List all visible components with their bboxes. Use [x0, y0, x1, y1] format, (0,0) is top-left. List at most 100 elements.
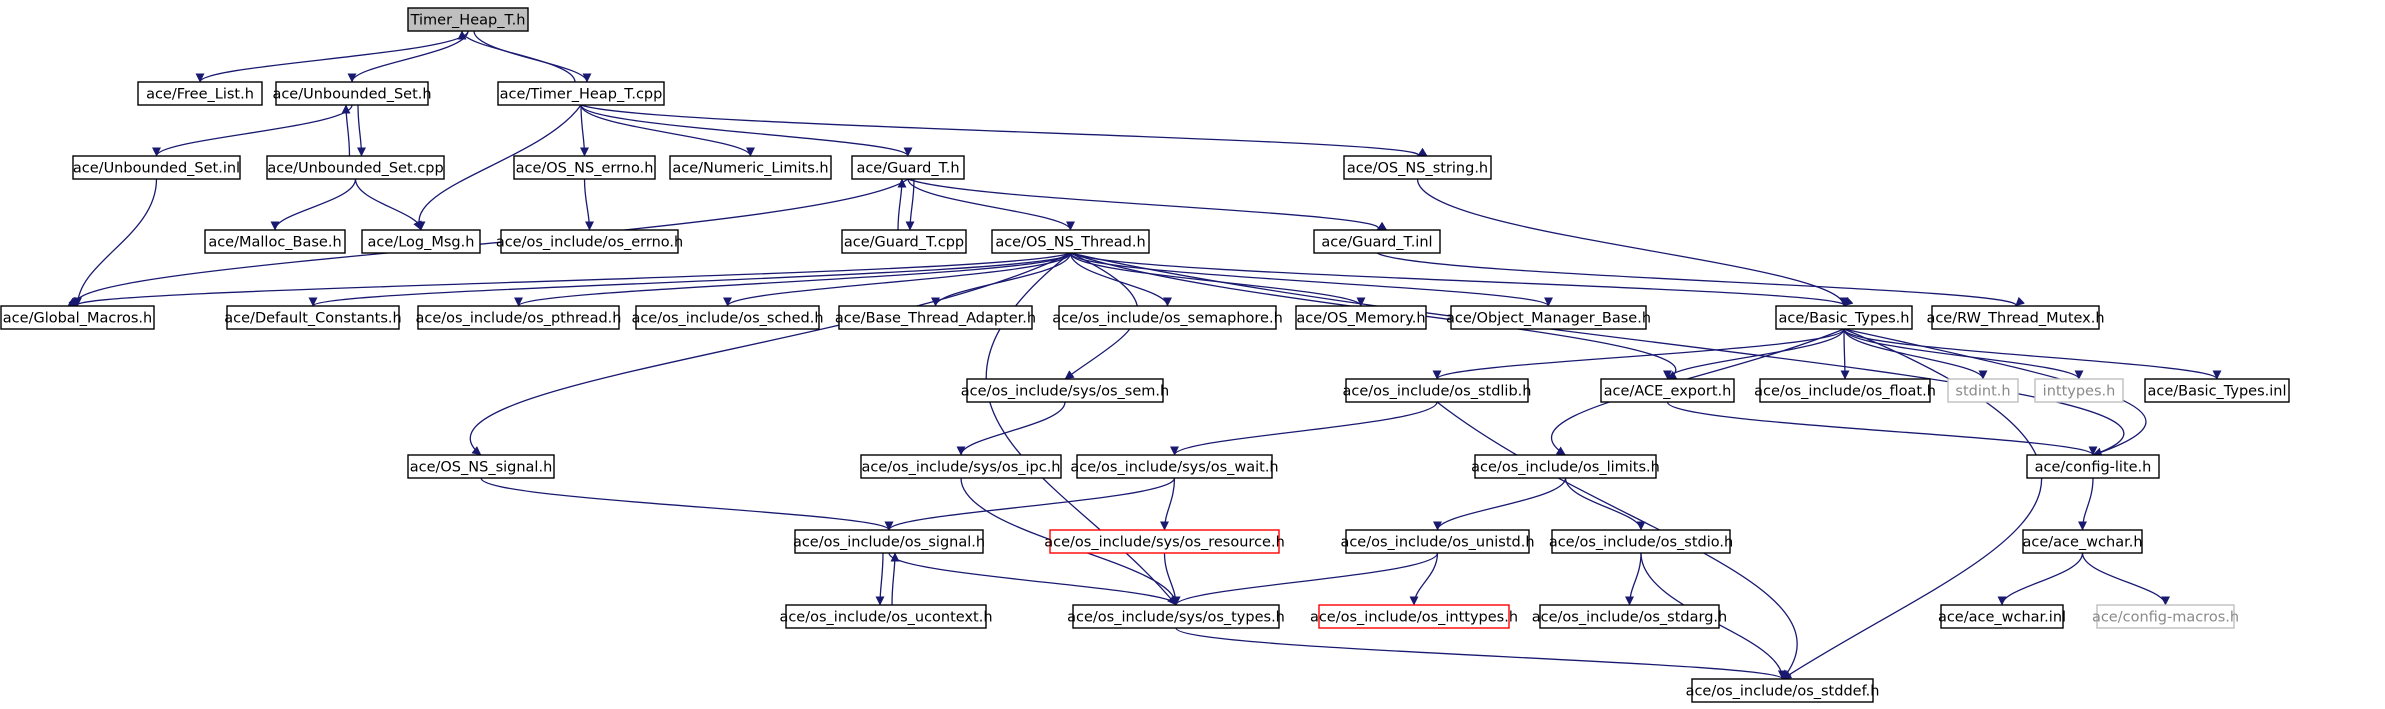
- node-os-stdio-h[interactable]: ace/os_include/os_stdio.h: [1549, 529, 1733, 554]
- node-label: ace/Free_List.h: [146, 87, 254, 103]
- node-os-float-h[interactable]: ace/os_include/os_float.h: [1754, 378, 1936, 403]
- node-config-lite-h[interactable]: ace/config-lite.h: [2026, 454, 2160, 479]
- node-box: [1295, 305, 1427, 330]
- node-box: [2144, 378, 2290, 403]
- node-box: [1551, 529, 1731, 554]
- node-label: ace/os_include/os_signal.h: [793, 535, 985, 551]
- edge-arrow: [1433, 477, 1567, 531]
- node-os-errno-h[interactable]: ace/os_include/os_errno.h: [496, 229, 683, 254]
- node-os-stdarg-h[interactable]: ace/os_include/os_stdarg.h: [1532, 604, 1727, 629]
- edge-basic_types_h-to-os_float_h: [1840, 328, 1850, 380]
- node-timer-heap-t-cpp[interactable]: ace/Timer_Heap_T.cpp: [497, 81, 665, 106]
- edge-arrow: [875, 552, 885, 606]
- node-os-stdlib-h[interactable]: ace/os_include/os_stdlib.h: [1343, 378, 1532, 403]
- node-global-macros-h[interactable]: ace/Global_Macros.h: [0, 305, 155, 330]
- node-basic-types-inl[interactable]: ace/Basic_Types.inl: [2144, 378, 2290, 403]
- edge-basic_types_h-to-stdint_h: [1843, 328, 1988, 380]
- node-label: ace/os_include/os_float.h: [1754, 384, 1936, 400]
- node-os-ns-signal-h[interactable]: ace/OS_NS_signal.h: [407, 454, 555, 479]
- node-os-memory-h[interactable]: ace/OS_Memory.h: [1295, 305, 1427, 330]
- node-ace-export-h[interactable]: ace/ACE_export.h: [1600, 378, 1735, 403]
- edge-arrow: [1663, 328, 1845, 380]
- node-unbounded-set-inl[interactable]: ace/Unbounded_Set.inl: [72, 155, 241, 180]
- node-os-ns-thread-h[interactable]: ace/OS_NS_Thread.h: [991, 229, 1150, 254]
- node-os-ucontext-h[interactable]: ace/os_include/os_ucontext.h: [779, 604, 993, 629]
- node-guard-t-cpp[interactable]: ace/Guard_T.cpp: [841, 229, 967, 254]
- node-os-stddef-h[interactable]: ace/os_include/os_stddef.h: [1686, 678, 1880, 703]
- node-os-sched-h[interactable]: ace/os_include/os_sched.h: [631, 305, 824, 330]
- node-basic-types-h[interactable]: ace/Basic_Types.h: [1775, 305, 1913, 330]
- node-label: ace/Log_Msg.h: [368, 235, 475, 251]
- node-label: ace/os_include/os_stdlib.h: [1343, 384, 1532, 400]
- node-os-unistd-h[interactable]: ace/os_include/os_unistd.h: [1340, 529, 1535, 554]
- edge-arrow: [905, 178, 915, 231]
- edge-os_signal_h-to-os_types_h: [888, 552, 1181, 606]
- edge-basic_types_h-to-os_stdlib_h: [1432, 328, 1845, 380]
- node-os-pthread-h[interactable]: ace/os_include/os_pthread.h: [416, 305, 622, 330]
- node-object-manager-base-h[interactable]: ace/Object_Manager_Base.h: [1446, 305, 1651, 330]
- node-log-msg-h[interactable]: ace/Log_Msg.h: [361, 229, 481, 254]
- edge-unbounded_set_cpp-to-malloc_base_h: [270, 178, 357, 231]
- node-base-thread-adapter-h[interactable]: ace/Base_Thread_Adapter.h: [835, 305, 1036, 330]
- edge-unbounded_set_h-to-unbounded_set_cpp: [356, 104, 367, 157]
- node-box: [794, 529, 984, 554]
- edge-arrow: [341, 104, 351, 157]
- node-box: [513, 155, 656, 180]
- node-config-macros-h[interactable]: ace/config-macros.h: [2092, 604, 2239, 629]
- node-unbounded-set-cpp[interactable]: ace/Unbounded_Set.cpp: [266, 155, 445, 180]
- node-ace-wchar-inl[interactable]: ace/ace_wchar.inl: [1938, 604, 2066, 629]
- node-os-sem-h[interactable]: ace/os_include/sys/os_sem.h: [961, 378, 1169, 403]
- node-os-resource-h[interactable]: ace/os_include/sys/os_resource.h: [1044, 529, 1285, 554]
- node-default-constants-h[interactable]: ace/Default_Constants.h: [224, 305, 402, 330]
- edge-arrow: [1843, 328, 1988, 380]
- node-os-semaphore-h[interactable]: ace/os_include/os_semaphore.h: [1052, 305, 1283, 330]
- node-box: [1600, 378, 1735, 403]
- node-label: ace/Unbounded_Set.h: [272, 87, 431, 103]
- edge-arrow: [1175, 627, 1787, 680]
- edge-arrow: [1416, 178, 1849, 307]
- node-ace-wchar-h[interactable]: ace/ace_wchar.h: [2022, 529, 2143, 554]
- node-box: [1058, 305, 1277, 330]
- edge-arrow: [907, 178, 1387, 231]
- node-guard-t-h[interactable]: ace/Guard_T.h: [851, 155, 965, 180]
- edge-basic_types_h-to-ace_export_h: [1663, 328, 1845, 380]
- node-os-ns-errno-h[interactable]: ace/OS_NS_errno.h: [513, 155, 656, 180]
- node-box: [497, 81, 665, 106]
- edge-arrow: [956, 401, 1066, 456]
- node-guard-t-inl[interactable]: ace/Guard_T.inl: [1313, 229, 1441, 254]
- node-os-inttypes-h[interactable]: ace/os_include/os_inttypes.h: [1310, 604, 1518, 629]
- node-rw-thread-mutex-h[interactable]: ace/RW_Thread_Mutex.h: [1926, 305, 2105, 330]
- node-os-ipc-h[interactable]: ace/os_include/sys/os_ipc.h: [860, 454, 1062, 479]
- node-numeric-limits-h[interactable]: ace/Numeric_Limits.h: [669, 155, 832, 180]
- node-inttypes-h[interactable]: inttypes.h: [2034, 378, 2124, 403]
- node-label: Timer_Heap_T.h: [410, 13, 526, 29]
- node-box: [1947, 378, 2019, 403]
- node-label: ace/OS_Memory.h: [1296, 311, 1425, 327]
- node-box: [851, 155, 965, 180]
- node-box: [1345, 529, 1530, 554]
- edge-arrow: [2081, 552, 2171, 606]
- edge-timer_heap_t_h-to-free_list_h: [195, 30, 469, 83]
- node-box: [2026, 454, 2160, 479]
- node-box: [137, 81, 263, 106]
- edge-arrow: [1432, 328, 1845, 380]
- node-free-list-h[interactable]: ace/Free_List.h: [137, 81, 263, 106]
- edge-arrow: [1997, 552, 2084, 606]
- edge-arrow: [195, 30, 469, 83]
- node-os-ns-string-h[interactable]: ace/OS_NS_string.h: [1343, 155, 1492, 180]
- node-unbounded-set-h[interactable]: ace/Unbounded_Set.h: [272, 81, 432, 106]
- node-box: [1940, 604, 2064, 629]
- node-stdint-h[interactable]: stdint.h: [1947, 378, 2019, 403]
- node-os-wait-h[interactable]: ace/os_include/sys/os_wait.h: [1070, 454, 1279, 479]
- node-label: ace/os_include/os_inttypes.h: [1310, 610, 1518, 626]
- node-os-signal-h[interactable]: ace/os_include/os_signal.h: [793, 529, 985, 554]
- edge-arrow: [1840, 328, 1850, 380]
- node-box: [838, 305, 1033, 330]
- node-label: ace/OS_NS_signal.h: [410, 460, 553, 476]
- edge-os_stdlib_h-to-os_wait_h: [1170, 401, 1438, 456]
- node-box: [2022, 529, 2143, 554]
- node-malloc-base-h[interactable]: ace/Malloc_Base.h: [204, 229, 346, 254]
- edge-basic_types_h-to-inttypes_h: [1843, 328, 2084, 380]
- node-os-limits-h[interactable]: ace/os_include/os_limits.h: [1471, 454, 1660, 479]
- node-os-types-h[interactable]: ace/os_include/sys/os_types.h: [1067, 604, 1285, 629]
